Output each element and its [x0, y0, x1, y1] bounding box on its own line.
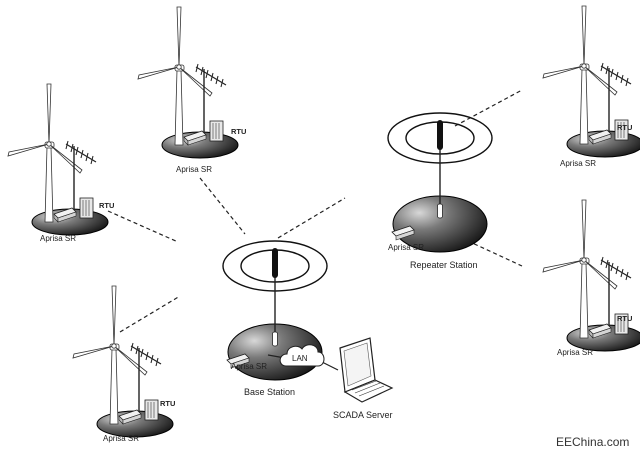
repeater-station: Aprisa SR Repeater Station — [387, 112, 493, 270]
wind-turbine-icon — [137, 6, 239, 159]
device-label: Aprisa SR — [557, 348, 593, 357]
lan-cloud-icon: LAN — [267, 344, 339, 371]
device-label: Aprisa SR — [103, 434, 139, 443]
device-label: Aprisa SR — [560, 159, 596, 168]
omni-antenna-icon — [387, 112, 493, 253]
scada-server-label: SCADA Server — [333, 410, 393, 420]
wind-turbine-icon — [7, 83, 109, 236]
link-base-repeater — [277, 197, 346, 239]
rtu-label: RTU — [231, 127, 246, 136]
remote-site-top-right: RTU Aprisa SR — [542, 5, 640, 168]
rtu-label: RTU — [617, 123, 632, 132]
link-repeater-remote-top-right — [454, 89, 523, 127]
device-label: Aprisa SR — [176, 165, 212, 174]
repeater-station-label: Repeater Station — [410, 260, 478, 270]
link-remote-left-base — [107, 210, 179, 243]
remote-site-top: RTU Aprisa SR — [137, 6, 246, 174]
link-repeater-remote-bottom-right — [454, 234, 523, 267]
device-label: Aprisa SR — [388, 243, 424, 252]
base-station: Aprisa SR Base Station — [222, 240, 328, 397]
lan-label: LAN — [292, 354, 308, 363]
link-remote-top-base — [199, 177, 246, 235]
radio-links — [107, 89, 523, 333]
scada-server: SCADA Server — [333, 337, 394, 420]
wind-turbine-icon — [542, 199, 640, 352]
device-label: Aprisa SR — [231, 362, 267, 371]
base-station-label: Base Station — [244, 387, 295, 397]
wind-turbine-icon — [542, 5, 640, 158]
link-remote-bottom-base — [119, 295, 181, 333]
remote-site-left: RTU Aprisa SR — [7, 83, 114, 243]
laptop-icon — [339, 337, 394, 403]
watermark: EEChina.com — [556, 435, 629, 449]
rtu-label: RTU — [617, 314, 632, 323]
remote-site-bottom: RTU Aprisa SR — [72, 285, 175, 443]
rtu-label: RTU — [99, 201, 114, 210]
rtu-label: RTU — [160, 399, 175, 408]
remote-site-bottom-right: RTU Aprisa SR — [542, 199, 640, 357]
device-label: Aprisa SR — [40, 234, 76, 243]
